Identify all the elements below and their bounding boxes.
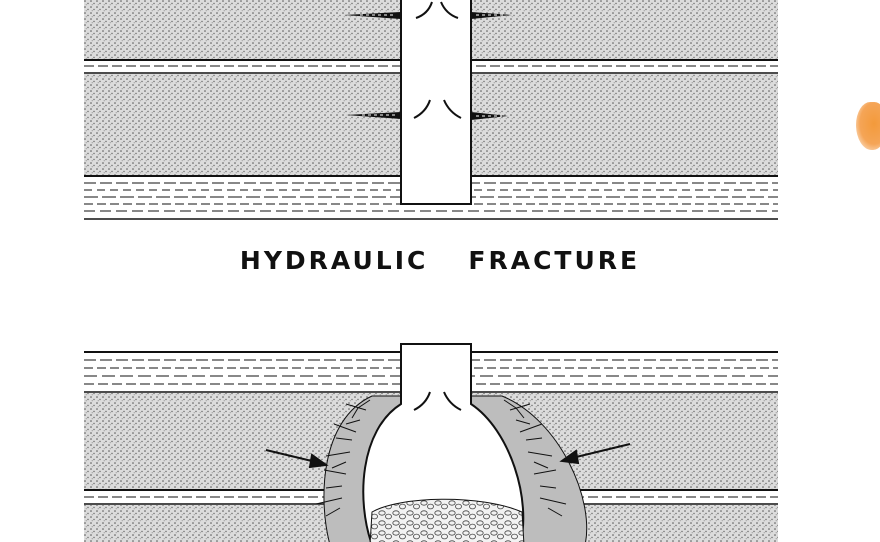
inward-arrow-icon <box>265 443 631 469</box>
figure-caption: HYDRAULIC FRACTURE <box>0 246 880 275</box>
flow-arrow-icon <box>413 391 462 411</box>
caption-word-fracture: FRACTURE <box>468 246 641 275</box>
bottom-diagram <box>84 343 778 542</box>
fracture-cracks <box>315 399 567 517</box>
fracture-wing-icon <box>344 12 512 120</box>
caption-word-hydraulic: HYDRAULIC <box>239 246 429 275</box>
cavity <box>362 343 525 542</box>
paper-stain <box>856 102 880 150</box>
flow-arrow-icon <box>413 1 462 119</box>
wellbore <box>400 0 472 205</box>
rubble-fill <box>369 498 525 542</box>
top-diagram <box>84 0 778 220</box>
